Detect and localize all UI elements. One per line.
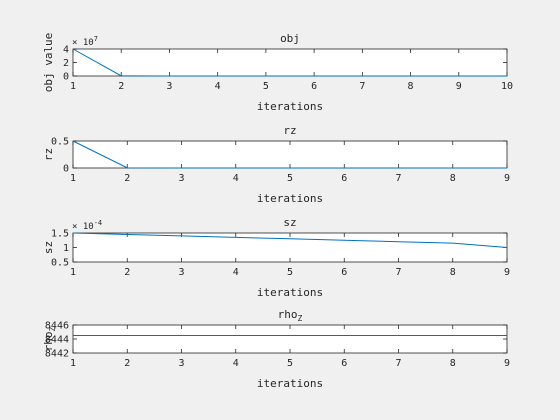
x-axis-label: iterations [257,286,323,299]
plot-area [72,48,508,77]
y-exponent-label: × 107 [72,35,98,48]
y-axis-label: rz [42,148,55,161]
series-line [72,232,508,248]
y-tick-label: 1 [63,243,69,254]
x-tick-label: 1 [70,358,76,369]
plot-area [72,140,508,169]
subplot-title: obj [280,32,300,45]
x-axis-label: iterations [257,100,323,113]
x-tick-label: 9 [504,267,510,278]
x-tick-label: 8 [450,358,456,369]
x-tick-label: 9 [504,358,510,369]
x-tick-label: 1 [70,81,76,92]
x-axis-label: iterations [257,192,323,205]
x-tick-label: 4 [233,358,239,369]
y-tick-label: 1.5 [51,229,69,240]
subplot-title: rz [283,124,296,137]
y-exponent-label: × 10-4 [72,219,102,232]
y-tick-label: 0 [63,72,69,83]
subplot-title: sz [283,216,296,229]
y-axis-label: obj value [42,33,55,93]
plot-area [72,232,508,263]
plot-area [72,324,508,354]
y-axis-label: rhoZ [42,326,57,351]
x-tick-label: 2 [124,173,130,184]
y-tick-label: 4 [63,45,69,56]
x-tick-label: 7 [395,358,401,369]
y-axis-label: sz [42,241,55,254]
y-tick-label: 8442 [45,349,69,360]
x-tick-label: 7 [395,267,401,278]
y-tick-label: 8446 [45,321,69,332]
x-tick-label: 7 [359,81,365,92]
y-tick-label: 2 [63,58,69,69]
x-tick-label: 1 [70,267,76,278]
x-tick-label: 5 [287,358,293,369]
x-tick-label: 4 [233,173,239,184]
y-tick-label: 8444 [45,335,69,346]
x-tick-label: 8 [450,173,456,184]
y-tick-label: 0.5 [51,137,69,148]
x-tick-label: 7 [395,173,401,184]
y-tick-label: 0 [63,164,69,175]
x-axis-label: iterations [257,377,323,390]
x-tick-label: 3 [178,173,184,184]
x-tick-label: 3 [178,358,184,369]
x-tick-label: 5 [287,267,293,278]
x-tick-label: 4 [233,267,239,278]
x-tick-label: 6 [341,267,347,278]
x-tick-label: 5 [263,81,269,92]
x-tick-label: 3 [178,267,184,278]
x-tick-label: 2 [118,81,124,92]
series-line [72,140,507,169]
x-tick-label: 1 [70,173,76,184]
subplot-title: rhoZ [278,308,303,323]
x-tick-label: 6 [341,358,347,369]
y-tick-label: 0.5 [51,258,69,269]
x-tick-label: 3 [166,81,172,92]
series-line [72,48,507,77]
x-tick-label: 10 [501,81,513,92]
x-tick-label: 5 [287,173,293,184]
x-tick-label: 4 [215,81,221,92]
x-tick-label: 2 [124,358,130,369]
x-tick-label: 9 [504,173,510,184]
x-tick-label: 6 [311,81,317,92]
x-tick-label: 8 [408,81,414,92]
x-tick-label: 2 [124,267,130,278]
x-tick-label: 6 [341,173,347,184]
x-tick-label: 9 [456,81,462,92]
x-tick-label: 8 [450,267,456,278]
